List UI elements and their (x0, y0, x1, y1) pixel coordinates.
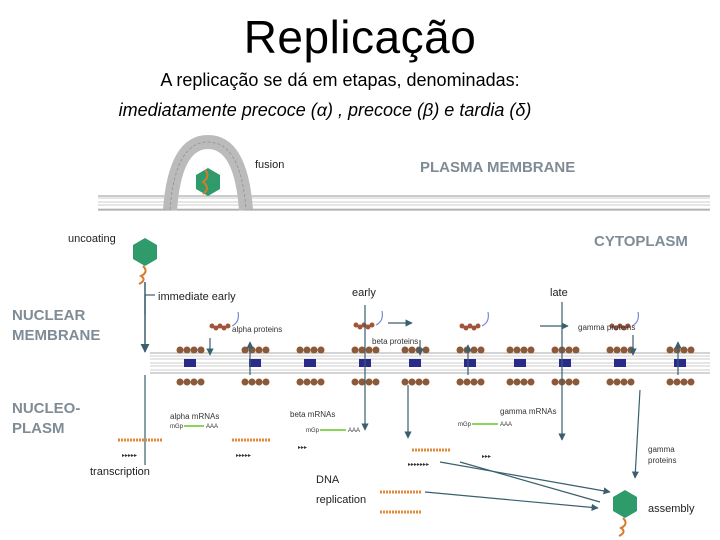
flow-dots: ▸▸▸▸▸ ▸▸▸▸▸ ▸▸▸ ▸▸▸▸▸▸▸ ▸▸▸ (122, 445, 491, 468)
nucleoplasm-label-1: NUCLEO- (12, 400, 80, 417)
plasma-membrane (98, 195, 710, 211)
nucleoplasm-label-2: PLASM (12, 420, 65, 437)
svg-text:▸▸▸▸▸▸▸: ▸▸▸▸▸▸▸ (408, 462, 429, 468)
assembled-capsid-icon (613, 490, 637, 518)
slide-title: Replicação (243, 11, 477, 63)
protein-chain-icon (209, 311, 239, 331)
svg-text:AAA: AAA (348, 428, 360, 434)
fusion-capsid-icon (196, 168, 220, 196)
slide-subtitle-line1: A replicação se dá em etapas, denominada… (160, 70, 520, 90)
svg-text:▸▸▸: ▸▸▸ (298, 445, 307, 451)
alpha-mrnas-label: alpha mRNAs (170, 412, 219, 421)
uncoating-capsid-icon (133, 238, 157, 266)
nuclear-label-2: MEMBRANE (12, 327, 100, 344)
late-label: late (550, 287, 568, 299)
gamma-proteins-label: gamma proteins (578, 323, 635, 332)
nuclear-label-1: NUCLEAR (12, 307, 85, 324)
early-label: early (352, 287, 376, 299)
svg-text:AAA: AAA (500, 422, 512, 428)
beta-proteins-label: beta proteins (372, 337, 418, 346)
nuclear-pore-icon (241, 346, 270, 386)
replication-label: replication (316, 494, 366, 506)
cytoplasm-label: CYTOPLASM (594, 233, 688, 250)
nuclear-pore-icon (506, 346, 535, 386)
svg-text:mGp: mGp (306, 428, 320, 434)
gamma-mrnas-label: gamma mRNAs (500, 407, 556, 416)
transcription-label: transcription (90, 466, 150, 478)
protein-chain-icon (353, 310, 383, 330)
svg-text:AAA: AAA (206, 424, 218, 430)
svg-text:mGp: mGp (458, 422, 472, 428)
protein-chain-icon (459, 311, 489, 331)
immediate-early-label: immediate early (158, 291, 236, 303)
nuclear-pore-icon (606, 346, 635, 386)
gamma-mrna-strand: mGp AAA (458, 422, 512, 428)
alpha-mrna-strand: mGp AAA (170, 424, 218, 430)
beta-mrnas-label: beta mRNAs (290, 410, 335, 419)
assembly-label: assembly (648, 503, 695, 515)
replication-to-assembly-arrow (424, 491, 599, 511)
dna-assembly-line (459, 461, 601, 503)
gamma-proteins-nuc-2: proteins (648, 456, 676, 465)
svg-text:▸▸▸▸▸: ▸▸▸▸▸ (122, 453, 137, 459)
svg-text:mGp: mGp (170, 424, 184, 430)
uncoating-label: uncoating (68, 233, 116, 245)
gamma-to-assembly-arrow (631, 389, 641, 479)
dna-label: DNA (316, 474, 340, 486)
fusion-bud (163, 134, 253, 211)
plasma-membrane-label: PLASMA MEMBRANE (420, 159, 575, 176)
gamma-proteins-nuc-1: gamma (648, 445, 675, 454)
alpha-proteins-label: alpha proteins (232, 325, 282, 334)
svg-text:▸▸▸▸▸: ▸▸▸▸▸ (236, 453, 251, 459)
dna-to-assembly-arrow (439, 461, 611, 495)
fusion-label: fusion (255, 159, 284, 171)
beta-mrna-strand: mGp AAA (306, 428, 360, 434)
alpha-protein-beads (209, 310, 639, 331)
protein-chain-icon (609, 311, 639, 331)
dna-strands (118, 438, 450, 514)
svg-text:▸▸▸: ▸▸▸ (482, 454, 491, 460)
herpes-replication-diagram: fusion PLASMA MEMBRANE CYTOPLASM uncoati… (12, 134, 710, 537)
nuclear-pore-icon (296, 346, 325, 386)
slide-subtitle-line2: imediatamente precoce (α) , precoce (β) … (118, 100, 532, 120)
nuclear-pore-icon (176, 346, 205, 386)
